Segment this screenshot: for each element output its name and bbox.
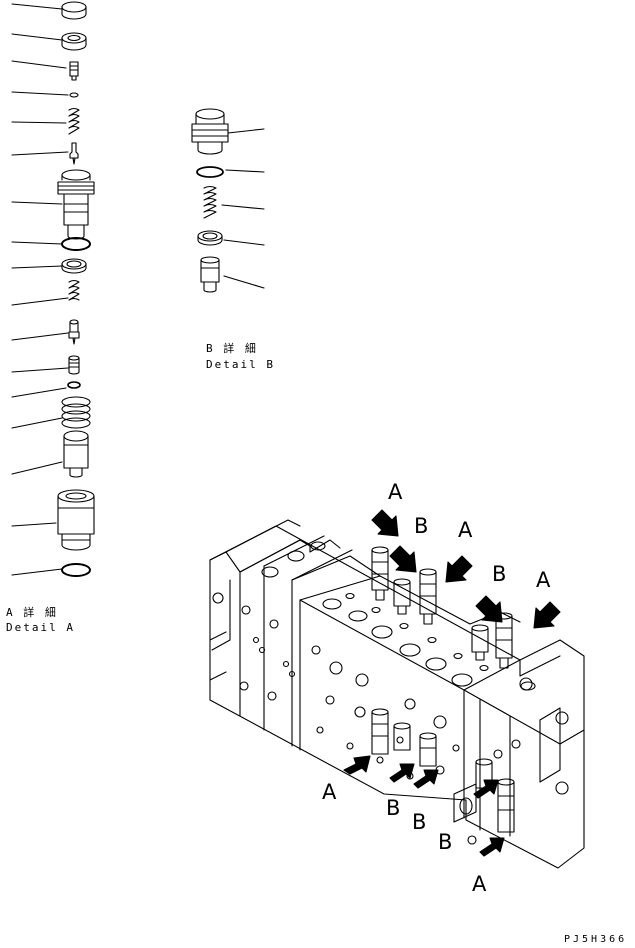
- drawing-code: PJ5H366: [564, 934, 628, 945]
- end-plate: [453, 677, 569, 845]
- plug-part: [57, 489, 95, 551]
- cap-part: [61, 1, 87, 20]
- cartridge-top-3: [419, 568, 437, 625]
- large-o-ring-part: [61, 237, 91, 251]
- callout-b-label: B: [412, 810, 427, 834]
- detail-b-title-jp: B 詳 細: [206, 342, 258, 355]
- callout-a-label: A: [388, 480, 403, 504]
- b-plug-part: [191, 108, 229, 155]
- cartridge-top-2: [393, 578, 411, 615]
- cartridge-low-3: [419, 732, 437, 767]
- installed-cartridges-lower: [371, 708, 515, 833]
- control-valve-assembly: [209, 509, 585, 869]
- detail-a-leader-lines: [11, 3, 69, 576]
- callout-a-label: A: [472, 872, 487, 896]
- tiny-o-ring-part: [69, 92, 79, 98]
- b-backup-ring-part: [197, 230, 223, 246]
- callout-b-label: B: [492, 562, 507, 586]
- cartridge-top-1: [371, 546, 389, 601]
- valve-block-outline: [209, 525, 585, 869]
- b-o-ring-part: [196, 166, 224, 178]
- callout-a-label: A: [536, 568, 551, 592]
- side-face-holes: [212, 592, 460, 780]
- cartridge-top-4: [471, 624, 489, 661]
- callout-b-label: B: [386, 796, 401, 820]
- b-spring-part: [203, 185, 217, 219]
- cartridge-low-5: [497, 778, 515, 833]
- detail-b-title-en: Detail B: [206, 358, 275, 371]
- detail-a-title-en: Detail A: [6, 621, 75, 634]
- detail-a-title-jp: A 詳 細: [6, 606, 58, 619]
- needle-pin-part: [69, 142, 79, 165]
- plunger-part: [63, 430, 89, 478]
- valve-body-part: [57, 169, 95, 240]
- detail-b-leader-lines: [221, 128, 265, 289]
- callout-a-label: A: [322, 780, 337, 804]
- large-spring-part: [61, 396, 91, 429]
- callout-b-label: B: [414, 514, 429, 538]
- small-ring-part: [67, 381, 81, 389]
- small-spring-part: [68, 107, 80, 135]
- spring-part: [68, 279, 80, 301]
- sleeve-part: [68, 355, 80, 375]
- cartridge-low-2: [393, 722, 411, 751]
- nut-part: [61, 32, 87, 51]
- backup-ring-part: [61, 258, 87, 274]
- callout-arrows: [343, 509, 561, 857]
- piston-part: [68, 319, 80, 345]
- small-poppet-part: [69, 61, 79, 81]
- port-holes: [261, 541, 536, 691]
- b-poppet-part: [200, 256, 220, 293]
- callout-a-label: A: [458, 518, 473, 542]
- installed-cartridges-top: [371, 546, 513, 669]
- bottom-o-ring-part: [61, 563, 91, 577]
- detail-a-parts: [11, 1, 95, 577]
- cartridge-low-1: [371, 708, 389, 755]
- detail-b-parts: [191, 108, 265, 293]
- callout-b-label: B: [438, 830, 453, 854]
